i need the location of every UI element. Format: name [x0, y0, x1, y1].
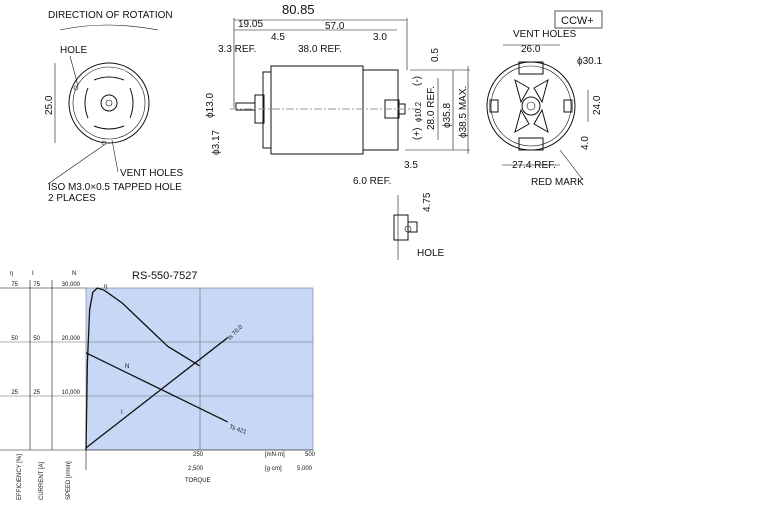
x-units-secondary: [g·cm] [265, 466, 282, 472]
tapped-hole-label: ISO M3.0×0.5 TAPPED HOLE [48, 182, 182, 193]
places-label: 2 PLACES [48, 193, 96, 204]
ccw-text: CCW+ [561, 15, 594, 27]
dim-38-ref: 38.0 REF. [298, 44, 342, 55]
dim-6-ref: 6.0 REF. [353, 176, 391, 187]
dim-24: 24.0 [592, 95, 603, 115]
y-tick: 75 [33, 282, 40, 288]
minus-terminal-label: (-) [412, 76, 423, 86]
x-tick-5000: 5,000 [297, 466, 313, 472]
n-line-label: N [125, 364, 129, 370]
dim-phi35-8: ϕ35.8 [442, 102, 453, 128]
dim-0-5: 0.5 [430, 48, 441, 62]
dim-4-75: 4.75 [422, 192, 433, 212]
dim-phi38-5-max: ϕ38.5 MAX. [458, 86, 469, 138]
dim-57: 57.0 [325, 21, 345, 32]
dim-3-0: 3.0 [373, 32, 387, 43]
current-axis-label: CURRENT [A] [39, 461, 45, 500]
series-line-efficiency [85, 287, 200, 451]
x-axis-label: TORQUE [185, 478, 211, 484]
ts-label: Ts 421 [228, 424, 247, 436]
front-view [54, 62, 150, 146]
red-mark-label: RED MARK [531, 177, 584, 188]
series-line-current [85, 337, 229, 449]
dim-phi3-17: ϕ3.17 [211, 129, 222, 155]
axis-symbol-0: η [10, 271, 13, 277]
ccw-badge [554, 10, 603, 29]
y-tick: 25 [33, 390, 40, 396]
dim-phi10-2: ϕ10.2 [414, 101, 423, 122]
y-tick: 75 [11, 282, 18, 288]
axis-symbol-1: I [32, 271, 34, 277]
series-line-speed [85, 352, 228, 423]
x-tick-500: 500 [305, 452, 316, 458]
hole-label: HOLE [60, 45, 88, 56]
y-tick: 20,000 [62, 336, 81, 342]
dim-28-ref: 28.0 REF. [426, 86, 437, 130]
i-line-label: I [121, 410, 123, 416]
rear-vent-holes-label: VENT HOLES [513, 29, 576, 40]
y-tick: 30,000 [62, 282, 81, 288]
chart-title: RS-550-7527 [132, 270, 197, 282]
plus-terminal-label: (+) [412, 128, 423, 141]
dim-phi13: ϕ13.0 [205, 92, 216, 118]
y-tick: 10,000 [62, 390, 81, 396]
x-tick-2500: 2,500 [188, 466, 204, 472]
dim-3-3-ref: 3.3 REF. [218, 44, 256, 55]
y-tick: 25 [11, 390, 18, 396]
dim-overall: 80.85 [282, 2, 315, 17]
dim-4-5: 4.5 [271, 32, 285, 43]
y-tick: 50 [33, 336, 40, 342]
rear-view [486, 44, 589, 166]
y-tick: 50 [11, 336, 18, 342]
speed-axis-label: SPEED [r/min] [66, 461, 72, 500]
x-tick-250: 250 [193, 452, 204, 458]
direction-label: DIRECTION OF ROTATION [48, 10, 173, 21]
dim-19-05: 19.05 [238, 19, 263, 30]
axis-symbol-2: N [72, 271, 76, 277]
plot-area [85, 287, 314, 451]
dim-phi30-1: ϕ30.1 [577, 56, 603, 67]
dim-4: 4.0 [580, 136, 591, 150]
efficiency-axis-label: EFFICIENCY [%] [17, 454, 23, 500]
rotation-arrow-icon [59, 24, 159, 31]
eta-curve-label: η [104, 284, 107, 290]
performance-chart: RS-550-7527 η755025I755025N30,00020,0001… [0, 270, 316, 500]
dim-27-4-ref: 27.4 REF. [512, 160, 556, 171]
side-view [230, 18, 470, 260]
dim-26: 26.0 [521, 44, 541, 55]
dim-3-5: 3.5 [404, 160, 418, 171]
vent-holes-label: VENT HOLES [120, 168, 183, 179]
x-units-primary: [mN·m] [265, 452, 285, 458]
dim-25: 25.0 [44, 95, 55, 115]
terminal-hole-label: HOLE [417, 248, 445, 259]
